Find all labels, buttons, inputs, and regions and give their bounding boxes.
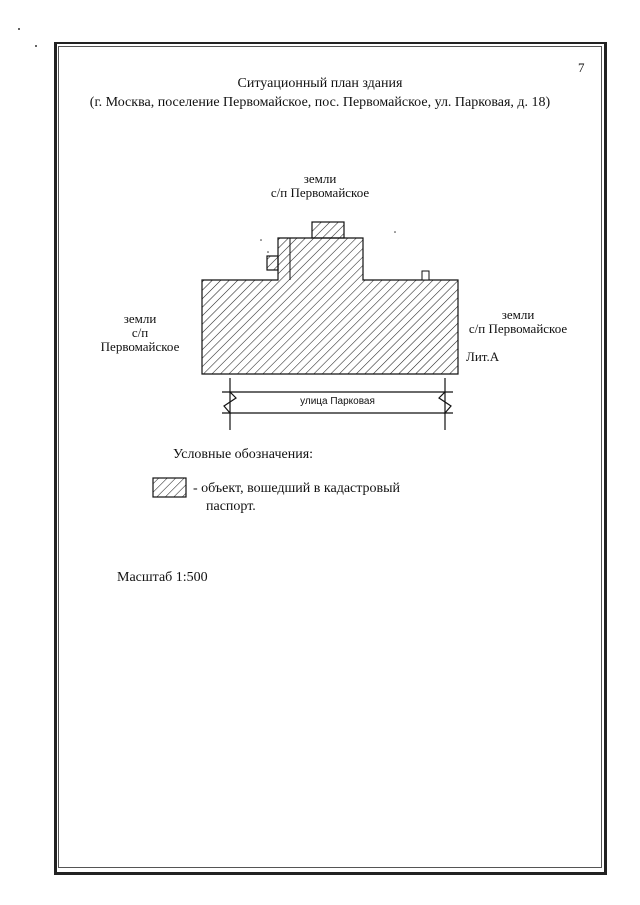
page-border-inner xyxy=(58,46,602,868)
east-land-label: земли с/п Первомайское xyxy=(458,308,578,336)
page-number: 7 xyxy=(578,60,585,75)
page-title: Ситуационный план здания xyxy=(237,76,403,91)
east-label-line2: с/п Первомайское xyxy=(468,321,568,336)
address-line: (г. Москва, поселение Первомайское, пос.… xyxy=(89,95,551,110)
scale-label: Масштаб 1:500 xyxy=(117,570,208,585)
building-annex-top xyxy=(311,221,345,239)
north-land-label: земли с/п Первомайское xyxy=(250,172,390,200)
legend-item-line2: паспорт. xyxy=(206,499,256,514)
legend-item-line1: - объект, вошедший в кадастровый xyxy=(193,481,401,496)
page-border-outer xyxy=(54,42,607,875)
street-label: улица Парковая xyxy=(300,396,375,407)
building-annex-small xyxy=(421,270,430,281)
scan-speck xyxy=(35,45,37,47)
west-label-line2: с/п xyxy=(131,325,149,340)
street-symbol xyxy=(222,378,453,430)
building-annex-side xyxy=(266,255,279,271)
north-label-line2: с/п Первомайское xyxy=(270,185,370,200)
north-label-line1: земли xyxy=(303,171,337,186)
west-label-line3: Первомайское xyxy=(100,339,180,354)
scan-speck xyxy=(18,28,20,30)
west-land-label: земли с/п Первомайское xyxy=(85,312,195,354)
west-label-line1: земли xyxy=(123,311,157,326)
legend-title: Условные обозначения: xyxy=(173,447,314,462)
building-label: Лит.А xyxy=(466,349,500,364)
building-footprint xyxy=(201,221,459,375)
east-label-line1: земли xyxy=(501,307,535,322)
